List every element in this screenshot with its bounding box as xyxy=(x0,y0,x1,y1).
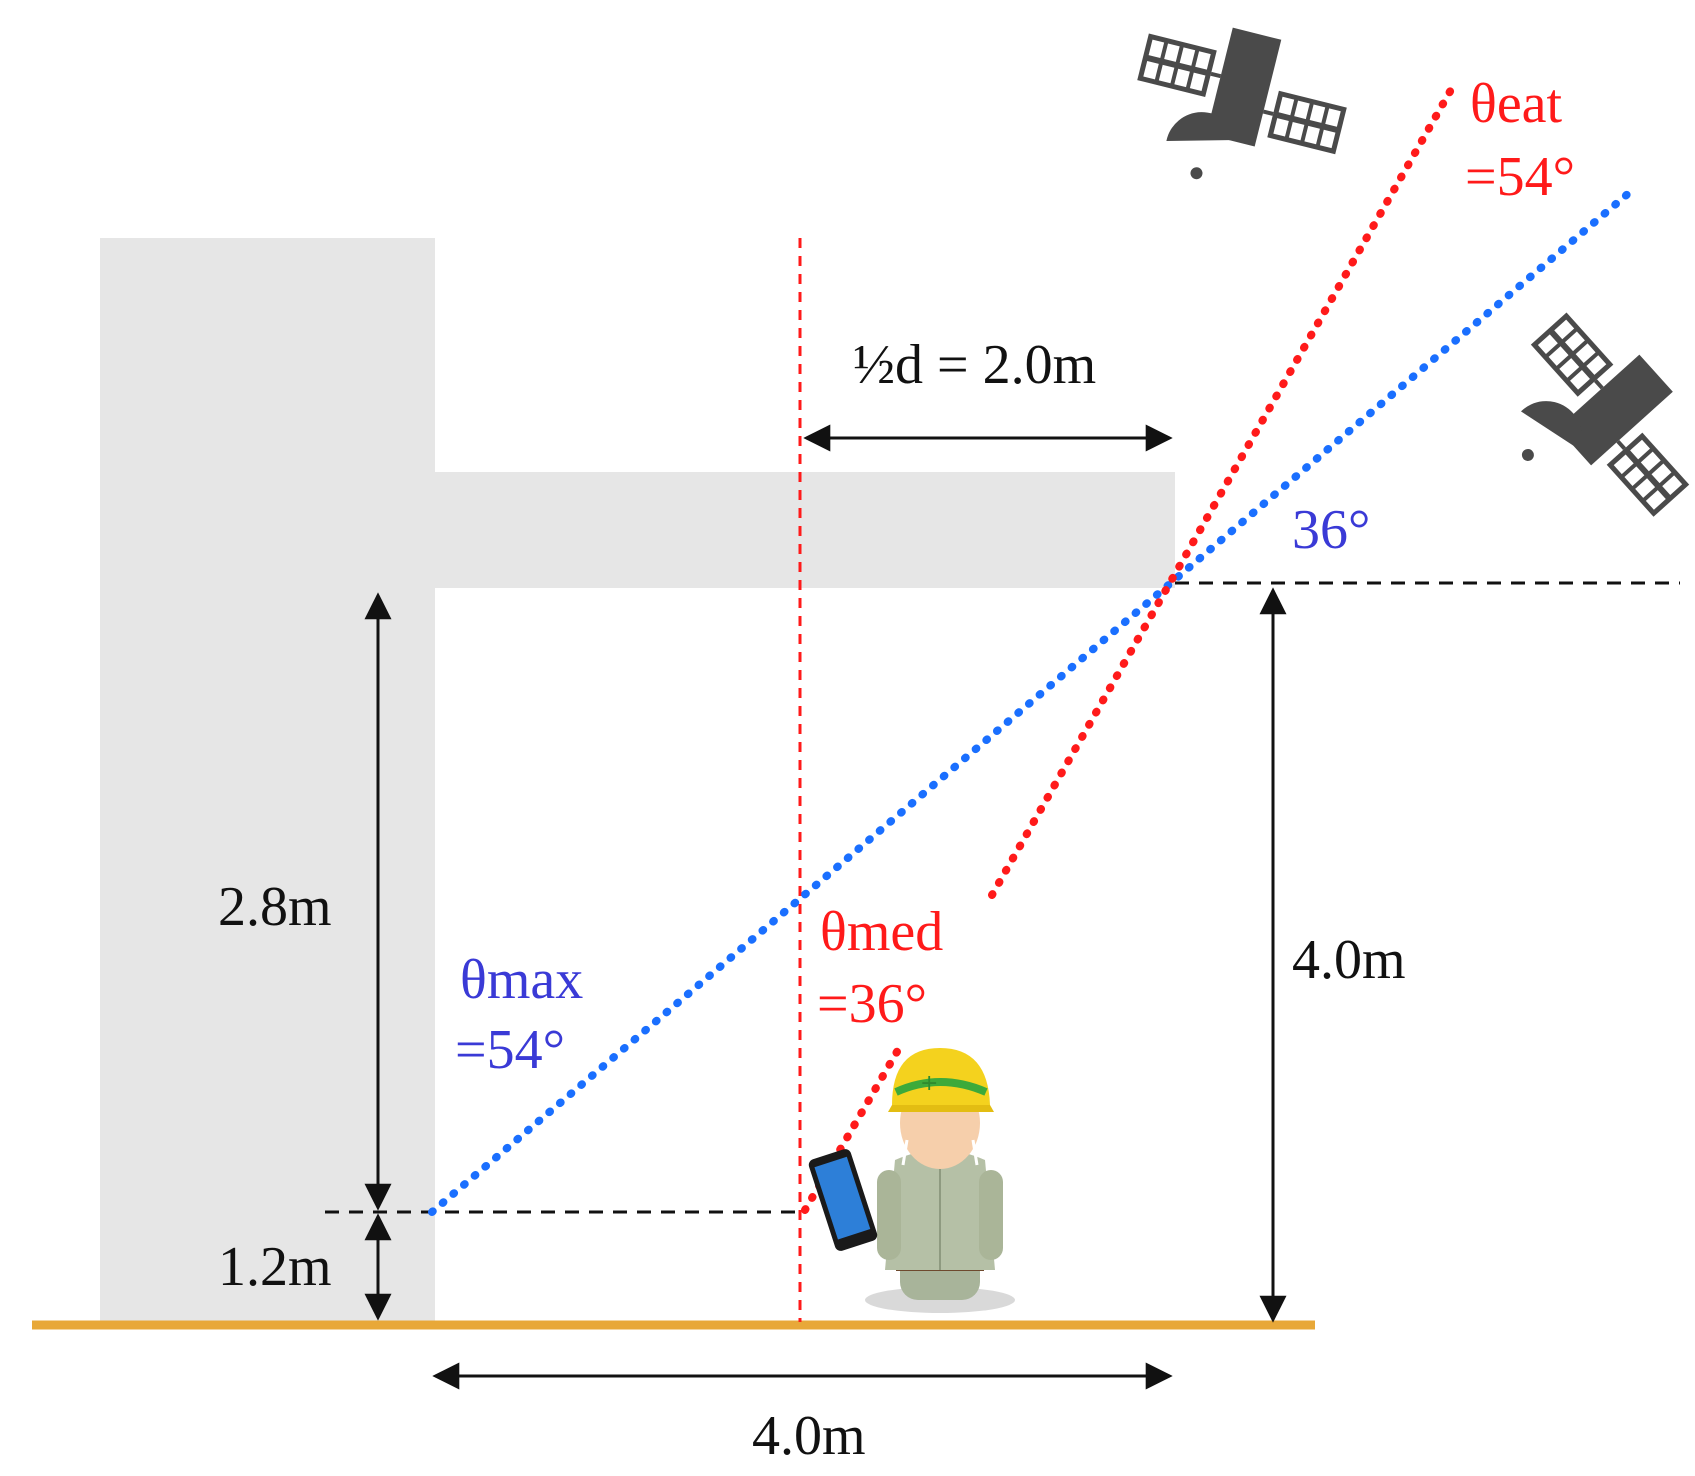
theta-eat-value: =54° xyxy=(1465,146,1575,208)
theta-med-label: θmed xyxy=(820,901,943,963)
height-1-2-label: 1.2m xyxy=(218,1236,332,1298)
theta-med-value: =36° xyxy=(817,973,927,1035)
theta-max-value: =54° xyxy=(455,1019,565,1081)
satellite-icon xyxy=(1520,312,1690,517)
height-2-8-label: 2.8m xyxy=(218,876,332,938)
theta-eat-label: θeat xyxy=(1470,73,1563,135)
satellite-icon xyxy=(1137,27,1347,180)
worker-with-helmet-icon: + xyxy=(865,1048,1015,1313)
building-wall-and-eave xyxy=(100,238,1175,1322)
height-4-0-label: 4.0m xyxy=(1292,929,1406,991)
blue-dotted-ray xyxy=(428,188,1634,1216)
red-dotted-ray-upper xyxy=(988,84,1456,899)
width-4-0-label: 4.0m xyxy=(752,1405,866,1467)
svg-text:+: + xyxy=(920,1071,938,1096)
angle-36-label: 36° xyxy=(1292,499,1370,561)
theta-max-label: θmax xyxy=(460,949,583,1011)
smartphone-icon xyxy=(808,1149,878,1251)
half-d-label: ½d = 2.0m xyxy=(853,334,1096,396)
